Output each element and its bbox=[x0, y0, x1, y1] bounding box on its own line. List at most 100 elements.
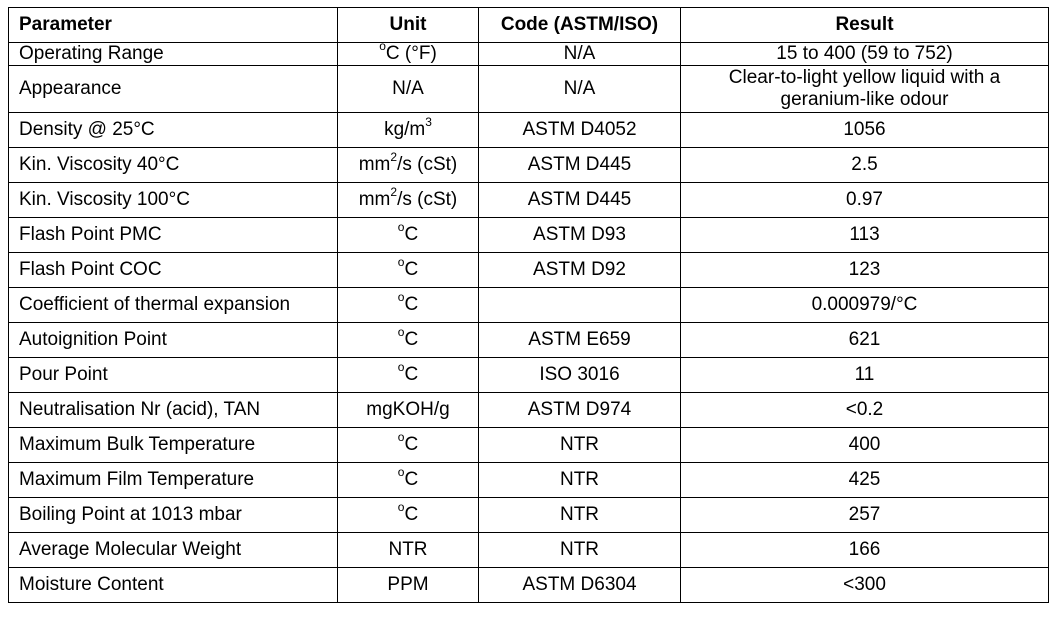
table-row: Maximum Bulk Temperature oC NTR 400 bbox=[8, 427, 1049, 463]
result-cell: 0.97 bbox=[680, 182, 1049, 218]
unit-post: C bbox=[404, 329, 419, 350]
code-cell: ASTM D93 bbox=[478, 217, 681, 253]
unit-cell: oC bbox=[337, 287, 479, 323]
header-row: Parameter Unit Code (ASTM/ISO) Result bbox=[8, 7, 1049, 43]
parameter-cell: Flash Point PMC bbox=[8, 217, 338, 253]
unit-cell: oC bbox=[337, 252, 479, 288]
table-row: Moisture Content PPM ASTM D6304 <300 bbox=[8, 567, 1049, 603]
parameter-cell: Moisture Content bbox=[8, 567, 338, 603]
parameter-cell: Average Molecular Weight bbox=[8, 532, 338, 568]
unit-post: C bbox=[404, 469, 419, 490]
table-row: Kin. Viscosity 40°C mm2/s (cSt) ASTM D44… bbox=[8, 147, 1049, 183]
unit-cell: oC bbox=[337, 357, 479, 393]
code-cell: ASTM D445 bbox=[478, 147, 681, 183]
unit-sup: o bbox=[397, 289, 405, 304]
result-cell: <0.2 bbox=[680, 392, 1049, 428]
code-cell: N/A bbox=[478, 65, 681, 113]
unit-cell: mgKOH/g bbox=[337, 392, 479, 428]
table-row: Density @ 25°C kg/m3 ASTM D4052 1056 bbox=[8, 112, 1049, 148]
table-row: Maximum Film Temperature oC NTR 425 bbox=[8, 462, 1049, 498]
table-row: Kin. Viscosity 100°C mm2/s (cSt) ASTM D4… bbox=[8, 182, 1049, 218]
properties-table: Parameter Unit Code (ASTM/ISO) Result Op… bbox=[8, 7, 1049, 603]
result-cell: 0.000979/°C bbox=[680, 287, 1049, 323]
unit-post: C bbox=[404, 504, 419, 525]
table-row: Flash Point COC oC ASTM D92 123 bbox=[8, 252, 1049, 288]
unit-sup: o bbox=[397, 254, 405, 269]
table-row: Pour Point oC ISO 3016 11 bbox=[8, 357, 1049, 393]
unit-sup: o bbox=[397, 464, 405, 479]
result-cell: 621 bbox=[680, 322, 1049, 358]
parameter-cell: Autoignition Point bbox=[8, 322, 338, 358]
unit-sup: o bbox=[379, 38, 386, 53]
unit-sup: o bbox=[397, 324, 405, 339]
header-unit: Unit bbox=[337, 7, 479, 43]
parameter-cell: Density @ 25°C bbox=[8, 112, 338, 148]
parameter-cell: Operating Range bbox=[8, 42, 338, 66]
unit-cell: PPM bbox=[337, 567, 479, 603]
unit-sup: 2 bbox=[390, 149, 398, 164]
result-cell: 400 bbox=[680, 427, 1049, 463]
table-row: Operating Range oC (°F) N/A 15 to 400 (5… bbox=[8, 40, 1049, 66]
result-cell: 425 bbox=[680, 462, 1049, 498]
unit-post: C bbox=[404, 434, 419, 455]
unit-cell: oC bbox=[337, 462, 479, 498]
unit-cell: oC bbox=[337, 497, 479, 533]
parameter-cell: Pour Point bbox=[8, 357, 338, 393]
table-row: Average Molecular Weight NTR NTR 166 bbox=[8, 532, 1049, 568]
table-row: Boiling Point at 1013 mbar oC NTR 257 bbox=[8, 497, 1049, 533]
code-cell: ASTM D445 bbox=[478, 182, 681, 218]
table-row: Coefficient of thermal expansion oC 0.00… bbox=[8, 287, 1049, 323]
unit-cell: oC bbox=[337, 322, 479, 358]
unit-sup: 2 bbox=[390, 184, 398, 199]
code-cell: ASTM D4052 bbox=[478, 112, 681, 148]
code-cell: ISO 3016 bbox=[478, 357, 681, 393]
unit-post: C bbox=[404, 224, 419, 245]
result-cell: Clear-to-light yellow liquid with a gera… bbox=[680, 65, 1049, 113]
unit-cell: oC bbox=[337, 217, 479, 253]
result-cell: <300 bbox=[680, 567, 1049, 603]
code-cell: N/A bbox=[478, 42, 681, 66]
parameter-cell: Maximum Film Temperature bbox=[8, 462, 338, 498]
unit-cell: mm2/s (cSt) bbox=[337, 147, 479, 183]
unit-sup: 3 bbox=[425, 114, 432, 129]
unit-post: C bbox=[404, 259, 419, 280]
unit-pre: mm bbox=[358, 154, 391, 175]
unit-cell: mm2/s (cSt) bbox=[337, 182, 479, 218]
code-cell: ASTM D92 bbox=[478, 252, 681, 288]
unit-sup: o bbox=[397, 499, 405, 514]
table-row: Appearance N/A N/A Clear-to-light yellow… bbox=[8, 65, 1049, 113]
unit-pre: mm bbox=[358, 189, 391, 210]
unit-cell: NTR bbox=[337, 532, 479, 568]
code-cell: ASTM E659 bbox=[478, 322, 681, 358]
table-row: Autoignition Point oC ASTM E659 621 bbox=[8, 322, 1049, 358]
table-row: Flash Point PMC oC ASTM D93 113 bbox=[8, 217, 1049, 253]
code-cell: ASTM D974 bbox=[478, 392, 681, 428]
result-cell: 15 to 400 (59 to 752) bbox=[680, 42, 1049, 66]
unit-pre: NTR bbox=[388, 539, 428, 560]
result-cell: 1056 bbox=[680, 112, 1049, 148]
unit-pre: mgKOH/g bbox=[366, 399, 450, 420]
code-cell: NTR bbox=[478, 462, 681, 498]
unit-post: /s (cSt) bbox=[397, 189, 458, 210]
parameter-cell: Kin. Viscosity 100°C bbox=[8, 182, 338, 218]
unit-cell: oC (°F) bbox=[337, 40, 479, 66]
header-result: Result bbox=[680, 7, 1049, 43]
unit-cell: N/A bbox=[337, 65, 479, 113]
code-cell: ASTM D6304 bbox=[478, 567, 681, 603]
code-cell: NTR bbox=[478, 497, 681, 533]
parameter-cell: Boiling Point at 1013 mbar bbox=[8, 497, 338, 533]
unit-post: C bbox=[404, 364, 419, 385]
unit-post: /s (cSt) bbox=[397, 154, 458, 175]
result-cell: 2.5 bbox=[680, 147, 1049, 183]
unit-sup: o bbox=[397, 359, 405, 374]
unit-pre: PPM bbox=[387, 574, 429, 595]
code-cell: NTR bbox=[478, 427, 681, 463]
unit-sup: o bbox=[397, 429, 405, 444]
parameter-cell: Maximum Bulk Temperature bbox=[8, 427, 338, 463]
table-row: Neutralisation Nr (acid), TAN mgKOH/g AS… bbox=[8, 392, 1049, 428]
unit-sup: o bbox=[397, 219, 405, 234]
parameter-cell: Coefficient of thermal expansion bbox=[8, 287, 338, 323]
result-cell: 123 bbox=[680, 252, 1049, 288]
unit-pre: kg/m bbox=[384, 119, 426, 140]
parameter-cell: Flash Point COC bbox=[8, 252, 338, 288]
